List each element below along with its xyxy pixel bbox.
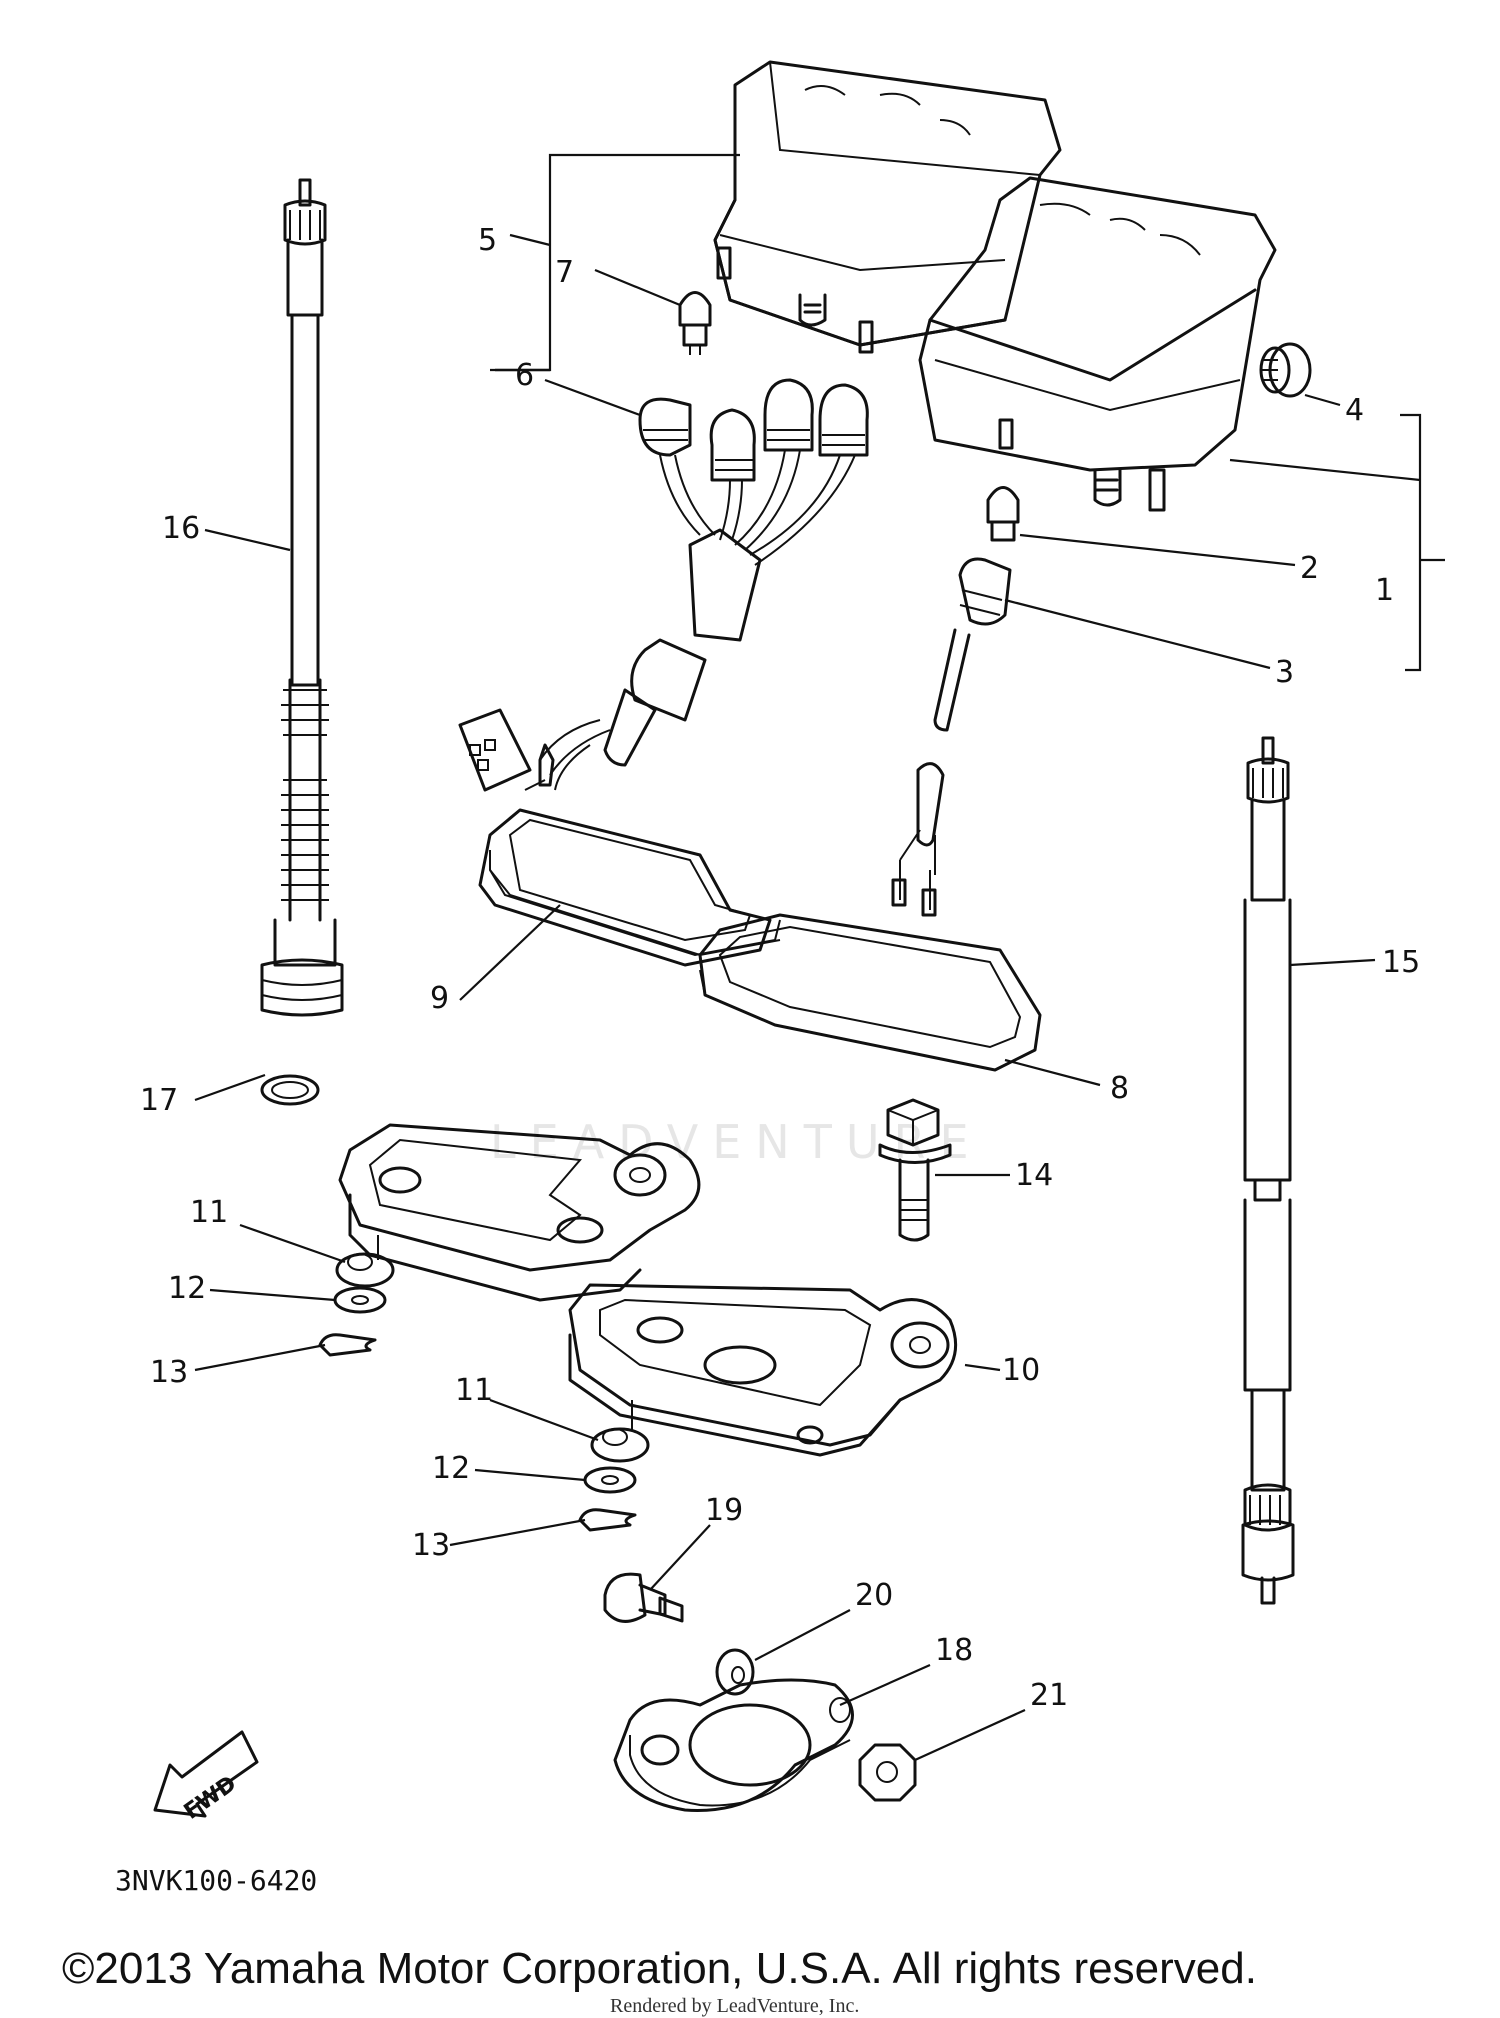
speedo-cable-15 [1241, 736, 1295, 1605]
speedometer-housing [918, 176, 1312, 512]
bulb-2 [986, 486, 1020, 542]
grommet-set-upper [318, 1235, 395, 1357]
callout-5: 5 [478, 223, 497, 258]
tacho-cable-16 [260, 178, 344, 1017]
gasket-9 [478, 808, 781, 967]
grommet-set-lower [578, 1400, 650, 1532]
callout-12-upper: 12 [168, 1271, 206, 1306]
forward-arrow: FWD [153, 1730, 259, 1825]
callout-16: 16 [162, 511, 200, 546]
callout-8: 8 [1110, 1071, 1129, 1106]
callout-labels: 4 2 1 3 5 7 6 16 15 9 8 17 14 11 12 13 1… [140, 223, 1420, 1713]
bulb-7 [678, 291, 712, 355]
callout-12-lower: 12 [432, 1451, 470, 1486]
callout-2: 2 [1300, 551, 1319, 586]
callout-7: 7 [555, 255, 574, 290]
washer-20 [715, 1648, 755, 1696]
tachometer-housing [713, 60, 1062, 354]
callout-1: 1 [1375, 573, 1394, 608]
forward-arrow-label: FWD [180, 1771, 241, 1824]
socket-harness [458, 378, 869, 792]
nut-21 [858, 1743, 917, 1802]
callout-4: 4 [1345, 393, 1364, 428]
callout-13-upper: 13 [150, 1355, 188, 1390]
callout-17: 17 [140, 1083, 178, 1118]
callout-14: 14 [1015, 1158, 1053, 1193]
o-ring-inner [271, 1081, 309, 1099]
callout-6: 6 [515, 358, 534, 393]
socket-lead-3 [891, 557, 1012, 917]
copyright-text: ©2013 Yamaha Motor Corporation, U.S.A. A… [62, 1944, 1257, 1993]
meter-bracket [338, 1123, 958, 1457]
screw-19 [603, 1572, 684, 1623]
callout-9: 9 [430, 981, 449, 1016]
callout-11-lower: 11 [455, 1373, 493, 1408]
callout-21: 21 [1030, 1678, 1068, 1713]
rendered-by-text: Rendered by LeadVenture, Inc. [610, 1995, 859, 2017]
callout-3: 3 [1275, 655, 1294, 690]
callout-11-upper: 11 [190, 1195, 228, 1230]
callout-13-lower: 13 [412, 1528, 450, 1563]
clamp-18 [613, 1678, 854, 1812]
bolt-14 [878, 1098, 952, 1242]
callout-10: 10 [1002, 1353, 1040, 1388]
callout-15: 15 [1382, 945, 1420, 980]
reset-knob [1259, 342, 1312, 398]
callout-20: 20 [855, 1578, 893, 1613]
leader-lines [194, 153, 1445, 1762]
callout-18: 18 [935, 1633, 973, 1668]
gasket-8 [698, 913, 1042, 1072]
o-ring-17 [260, 1074, 320, 1106]
callout-19: 19 [705, 1493, 743, 1528]
diagram-code: 3NVK100-6420 [115, 1864, 317, 1897]
